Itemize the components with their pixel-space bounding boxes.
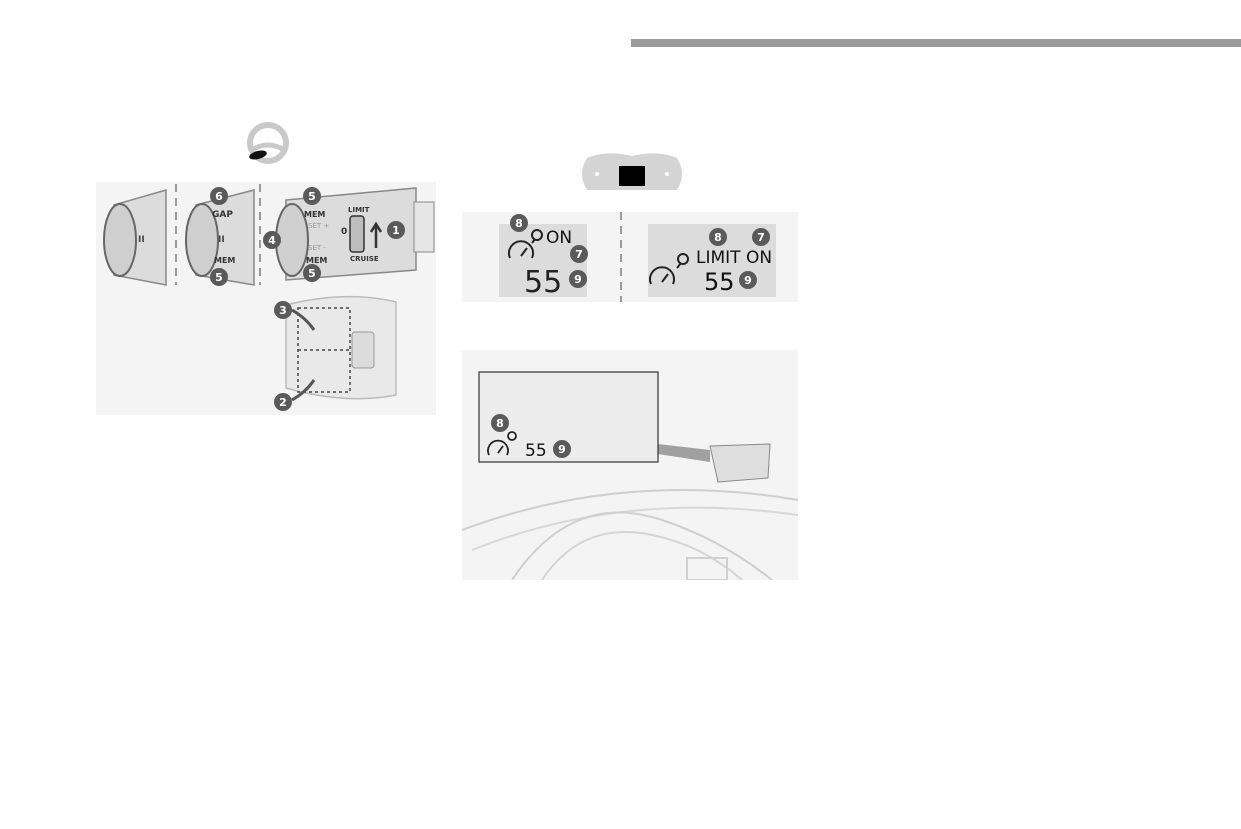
callout-4: 4	[263, 231, 281, 249]
svg-text:5: 5	[215, 271, 223, 284]
svg-text:8: 8	[515, 217, 523, 230]
svg-text:8: 8	[714, 231, 722, 244]
callout-8-hud: 8	[491, 414, 509, 432]
gap-label: GAP	[212, 210, 233, 220]
limit-label: LIMIT	[348, 206, 370, 214]
callout-9-right: 9	[739, 271, 757, 289]
callout-9-hud: 9	[553, 440, 571, 458]
set-plus-label: SET +	[308, 222, 329, 230]
limit-status-text: ON	[746, 248, 772, 268]
steering-wheel-icon	[247, 122, 289, 164]
svg-text:7: 7	[757, 231, 765, 244]
svg-text:6: 6	[215, 190, 223, 203]
svg-text:5: 5	[308, 190, 316, 203]
mem-label-gap-bottom: MEM	[214, 256, 235, 265]
svg-text:2: 2	[279, 396, 287, 409]
stalk-view-detailed: MEM SET + SET - MEM 0 LIMIT CRUISE	[275, 187, 435, 281]
hud-speed-display: 55	[525, 441, 547, 461]
push-arrow-down-icon	[291, 308, 316, 331]
speed-limiter-icon	[508, 229, 543, 259]
callout-7-right: 7	[752, 228, 770, 246]
zero-label: 0	[341, 227, 347, 237]
pause-label-2: II	[218, 235, 225, 245]
head-up-display-panel: 8 55 9	[462, 350, 798, 580]
svg-text:9: 9	[558, 443, 566, 456]
callout-8-left: 8	[510, 214, 528, 232]
callout-8-right: 8	[709, 228, 727, 246]
arrow-up-icon	[369, 221, 383, 248]
callout-6: 6	[210, 187, 228, 205]
cluster-screens-panel: 8 ON 7 55 9 8 7 LIMIT ON 55 9	[462, 212, 798, 302]
callout-2: 2	[274, 393, 292, 411]
mem-label-top: MEM	[304, 210, 325, 219]
svg-text:3: 3	[279, 304, 287, 317]
svg-text:9: 9	[574, 273, 582, 286]
callout-9-left: 9	[569, 270, 587, 288]
mem-label-bottom: MEM	[306, 256, 327, 265]
set-speed-display: 55	[524, 265, 562, 300]
pause-label: II	[138, 235, 145, 245]
stalk-figure: II GAP II MEM MEM SET + SET - MEM 0 LIMI…	[96, 120, 436, 420]
limit-speed-display: 55	[704, 268, 735, 296]
instrument-cluster-icon	[577, 150, 687, 196]
svg-text:9: 9	[744, 274, 752, 287]
header-rule	[631, 39, 1241, 47]
cruise-label: CRUISE	[350, 255, 379, 263]
callout-5a: 5	[210, 268, 228, 286]
speed-limiter-icon-right	[649, 253, 689, 285]
stalk-view-gap: GAP II MEM	[185, 189, 255, 286]
callout-7-left: 7	[570, 245, 588, 263]
svg-text:7: 7	[575, 248, 583, 261]
set-minus-label: SET -	[308, 244, 326, 252]
speed-limiter-icon-hud	[487, 431, 517, 456]
stalk-view-basic: II	[103, 189, 167, 286]
cruise-status-text: ON	[546, 228, 572, 248]
limit-mode-text: LIMIT	[696, 248, 741, 268]
svg-text:4: 4	[268, 234, 276, 247]
pull-arrow-up-icon	[291, 379, 316, 402]
callout-5b: 5	[303, 187, 321, 205]
callout-1: 1	[387, 221, 405, 239]
wheel-rear-view	[285, 295, 397, 402]
svg-text:1: 1	[392, 224, 400, 237]
svg-text:8: 8	[496, 417, 504, 430]
svg-text:5: 5	[308, 267, 316, 280]
callout-5c: 5	[303, 264, 321, 282]
callout-3: 3	[274, 301, 292, 319]
